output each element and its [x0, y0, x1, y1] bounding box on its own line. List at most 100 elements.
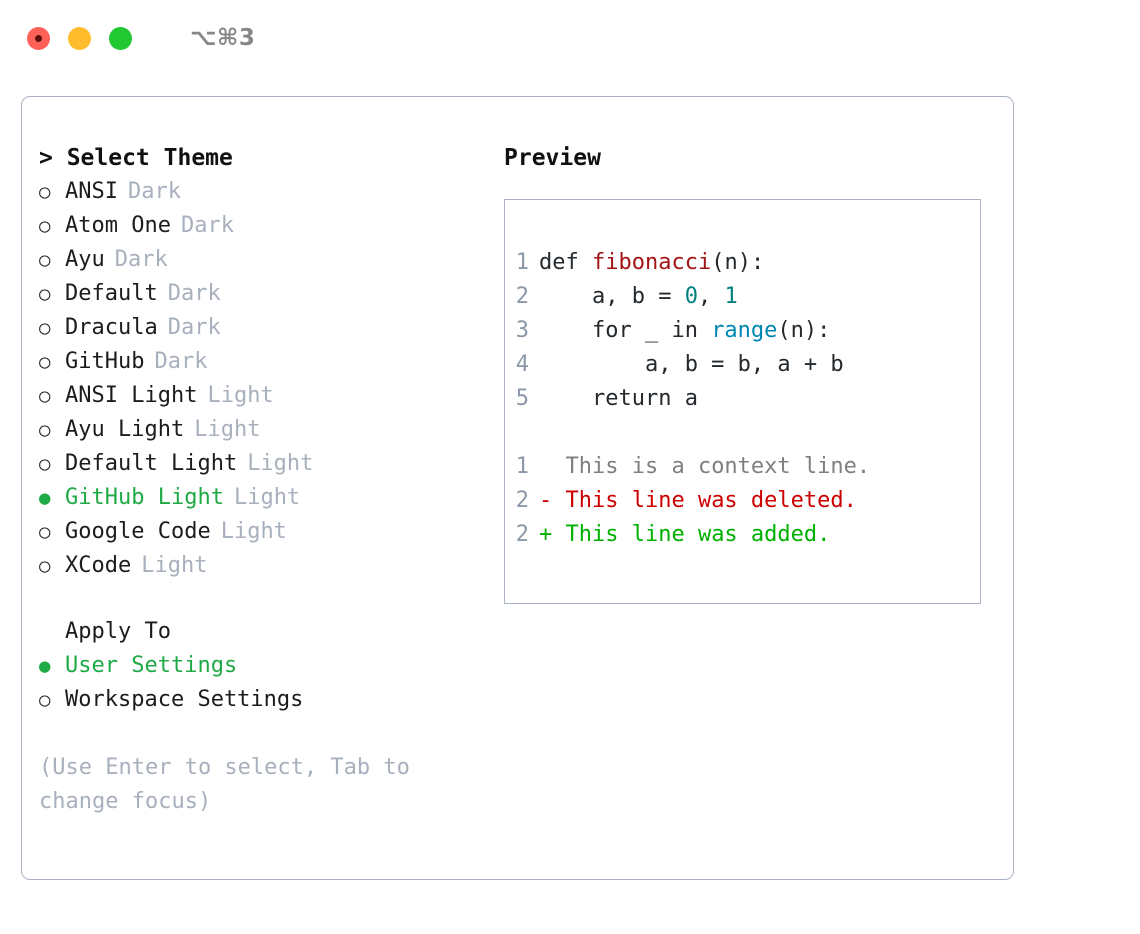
radio-unselected-icon: ○ — [39, 555, 51, 577]
zoom-button-icon[interactable] — [109, 26, 132, 50]
code-token: for _ in — [539, 318, 712, 343]
theme-option-tag: Light — [220, 519, 287, 544]
theme-option-label: ANSI Light — [65, 383, 198, 408]
theme-option-tag: Dark — [154, 349, 208, 374]
theme-option-tag: Dark — [180, 213, 234, 238]
radio-unselected-icon: ○ — [39, 181, 51, 203]
window-controls — [27, 26, 132, 50]
title-bar: ⌥⌘3 — [0, 0, 1140, 76]
radio-selected-icon: ● — [39, 487, 51, 509]
apply-to-option-workspace-settings[interactable]: ○ Workspace Settings — [39, 683, 490, 717]
diff-marker — [539, 450, 552, 484]
radio-unselected-icon: ○ — [39, 689, 51, 711]
code-line: 1 def fibonacci(n): — [505, 246, 980, 280]
code-token: return a — [539, 386, 698, 411]
theme-option-label: Dracula — [65, 315, 158, 340]
apply-to-option-user-settings[interactable]: ● User Settings — [39, 649, 490, 683]
close-button-icon[interactable] — [27, 26, 50, 50]
theme-option-label: GitHub — [65, 349, 145, 374]
theme-option-tag: Light — [141, 553, 208, 578]
apply-to-option-label: Workspace Settings — [65, 687, 304, 712]
code-token: fibonacci — [591, 250, 712, 275]
code-line-content: return a — [539, 382, 698, 416]
theme-option-label: XCode — [65, 553, 132, 578]
radio-unselected-icon: ○ — [39, 215, 51, 237]
theme-option-label: Atom One — [65, 213, 171, 238]
code-line-content: def fibonacci(n): — [539, 246, 764, 280]
theme-option-label: Ayu Light — [65, 417, 185, 442]
diff-line: 2- This line was deleted. — [505, 484, 980, 518]
theme-option-label: ANSI — [65, 179, 118, 204]
theme-option-tag: Light — [207, 383, 274, 408]
theme-option-label: Google Code — [65, 519, 211, 544]
radio-unselected-icon: ○ — [39, 453, 51, 475]
diff-sample: 1 This is a context line. 2- This line wa… — [505, 450, 980, 552]
theme-option-xcode[interactable]: ○ XCode Light — [39, 549, 490, 583]
theme-option-tag: Dark — [167, 281, 221, 306]
code-token: 0 — [684, 284, 698, 309]
theme-option-github[interactable]: ○ GitHub Dark — [39, 345, 490, 379]
theme-option-ayu[interactable]: ○ Ayu Dark — [39, 243, 490, 277]
select-theme-heading: > Select Theme — [39, 145, 233, 171]
radio-unselected-icon: ○ — [39, 283, 51, 305]
radio-unselected-icon: ○ — [39, 351, 51, 373]
code-line: 2 a, b = 0, 1 — [505, 280, 980, 314]
theme-option-tag: Light — [194, 417, 261, 442]
line-number: 1 — [515, 250, 529, 275]
diff-marker: - — [539, 488, 553, 513]
apply-to-option-list[interactable]: ● User Settings ○ Workspace Settings — [39, 649, 490, 717]
diff-marker: + — [539, 522, 553, 547]
diff-line-content: This line was deleted. — [552, 488, 857, 513]
keyboard-shortcut-label: ⌥⌘3 — [190, 24, 256, 51]
theme-option-ayu-light[interactable]: ○ Ayu Light Light — [39, 413, 490, 447]
diff-line-content: This line was added. — [552, 522, 831, 547]
radio-unselected-icon: ○ — [39, 419, 51, 441]
minimize-button-icon[interactable] — [68, 26, 91, 50]
theme-option-tag: Light — [247, 451, 314, 476]
theme-option-label: GitHub Light — [65, 485, 224, 510]
preview-heading: Preview — [504, 145, 601, 171]
code-token: (n): — [711, 250, 765, 275]
theme-option-google-code[interactable]: ○ Google Code Light — [39, 515, 490, 549]
line-number: 2 — [515, 522, 529, 547]
code-token: , — [697, 284, 725, 309]
apply-to-option-label: User Settings — [65, 653, 238, 678]
code-token: def — [539, 250, 592, 275]
line-number: 2 — [515, 284, 529, 309]
theme-option-ansi[interactable]: ○ ANSI Dark — [39, 175, 490, 209]
line-number: 4 — [515, 352, 529, 377]
code-line: 3 for _ in range(n): — [505, 314, 980, 348]
line-number: 1 — [515, 454, 529, 479]
apply-to-heading: Apply To — [65, 619, 171, 644]
code-line: 4 a, b = b, a + b — [505, 348, 980, 382]
radio-unselected-icon: ○ — [39, 249, 51, 271]
code-line: 5 return a — [505, 382, 980, 416]
code-line-content: a, b = 0, 1 — [539, 280, 738, 314]
radio-selected-icon: ● — [39, 655, 51, 677]
theme-option-dracula[interactable]: ○ Dracula Dark — [39, 311, 490, 345]
theme-option-label: Default Light — [65, 451, 238, 476]
theme-option-default-light[interactable]: ○ Default Light Light — [39, 447, 490, 481]
code-token: range — [711, 318, 778, 343]
radio-unselected-icon: ○ — [39, 521, 51, 543]
keyboard-hint-text: (Use Enter to select, Tab to change focu… — [39, 755, 424, 814]
radio-unselected-icon: ○ — [39, 317, 51, 339]
diff-line-content: This is a context line. — [552, 454, 871, 479]
line-number: 2 — [515, 488, 529, 513]
theme-option-tag: Dark — [127, 179, 181, 204]
theme-option-label: Ayu — [65, 247, 105, 272]
code-diff-spacer — [505, 416, 980, 450]
code-line-content: for _ in range(n): — [539, 314, 830, 348]
theme-option-atom-one[interactable]: ○ Atom One Dark — [39, 209, 490, 243]
theme-option-tag: Dark — [114, 247, 168, 272]
theme-option-tag: Dark — [167, 315, 221, 340]
